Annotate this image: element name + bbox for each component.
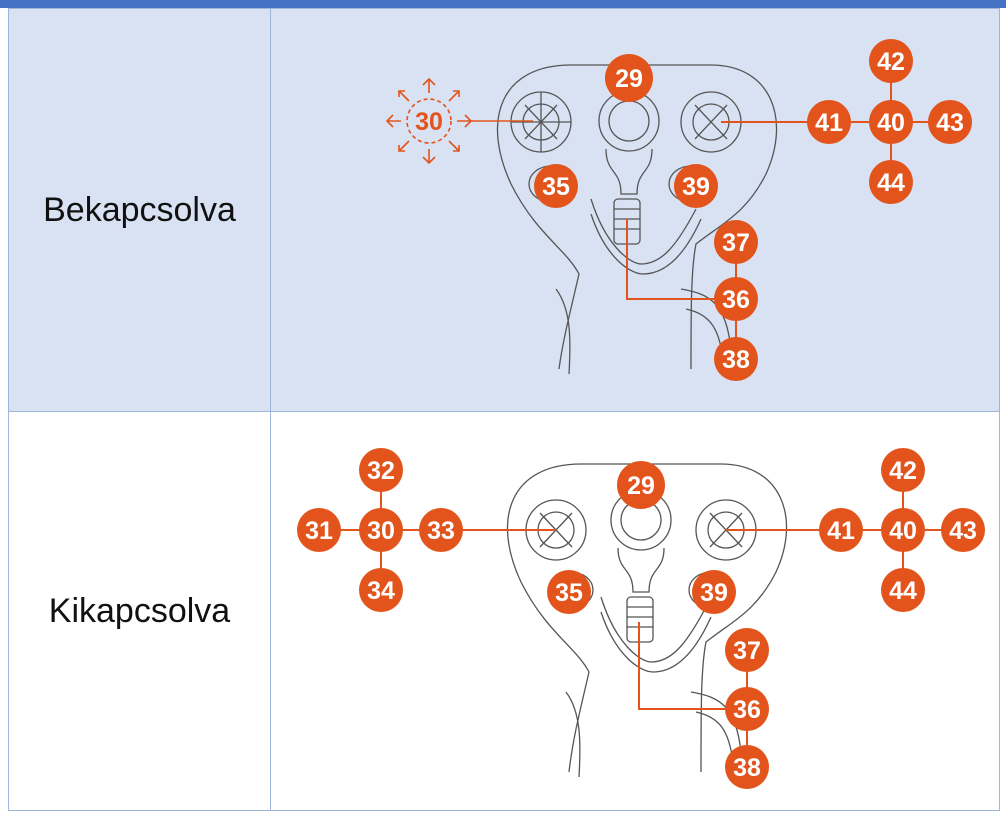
svg-text:36: 36 bbox=[733, 696, 761, 724]
callout-wheel: 36 bbox=[714, 277, 758, 321]
svg-text:30: 30 bbox=[367, 517, 395, 545]
callout-wheel-down: 38 bbox=[714, 337, 758, 381]
svg-text:39: 39 bbox=[700, 579, 728, 607]
callout-wheel-up: 37 bbox=[725, 628, 769, 672]
row-label: Bekapcsolva bbox=[43, 190, 236, 229]
svg-text:35: 35 bbox=[555, 579, 583, 607]
svg-text:42: 42 bbox=[877, 48, 905, 76]
callout-right-hat-center: 40 bbox=[881, 508, 925, 552]
callout-right-hat-left: 41 bbox=[807, 100, 851, 144]
callout-right-hat-right: 43 bbox=[941, 508, 985, 552]
callout-wheel-up: 37 bbox=[714, 220, 758, 264]
callouts-row1: 29 42 41 40 43 44 35 39 37 36 38 bbox=[534, 39, 972, 381]
svg-text:37: 37 bbox=[722, 229, 750, 257]
svg-text:43: 43 bbox=[949, 517, 977, 545]
callout-30-outline: 30 bbox=[415, 108, 443, 136]
svg-text:37: 37 bbox=[733, 637, 761, 665]
callout-right-button: 39 bbox=[692, 570, 736, 614]
svg-text:35: 35 bbox=[542, 173, 570, 201]
callout-left-hat-right: 33 bbox=[419, 508, 463, 552]
joystick-diagram: 32 31 30 33 34 29 42 41 40 43 44 35 39 3… bbox=[297, 448, 985, 789]
joystick-diagram: 30 29 42 41 40 43 44 35 39 3 bbox=[385, 39, 972, 381]
svg-text:36: 36 bbox=[722, 286, 750, 314]
leader-lines bbox=[319, 470, 963, 767]
callout-right-hat-right: 43 bbox=[928, 100, 972, 144]
callout-left-button: 35 bbox=[534, 164, 578, 208]
callout-right-button: 39 bbox=[674, 164, 718, 208]
header-bar bbox=[0, 0, 1006, 8]
callout-right-hat-up: 42 bbox=[869, 39, 913, 83]
label-cell: Kikapcsolva bbox=[9, 412, 271, 810]
callouts-row2: 32 31 30 33 34 29 42 41 40 43 44 35 39 3… bbox=[297, 448, 985, 789]
callout-trigger: 29 bbox=[617, 461, 665, 509]
svg-text:44: 44 bbox=[877, 169, 905, 197]
diagram-cell: 32 31 30 33 34 29 42 41 40 43 44 35 39 3… bbox=[271, 412, 999, 810]
callout-trigger: 29 bbox=[605, 54, 653, 102]
svg-text:33: 33 bbox=[427, 517, 455, 545]
svg-text:44: 44 bbox=[889, 577, 917, 605]
svg-text:40: 40 bbox=[889, 517, 917, 545]
svg-text:38: 38 bbox=[722, 346, 750, 374]
callout-left-button: 35 bbox=[547, 570, 591, 614]
svg-text:39: 39 bbox=[682, 173, 710, 201]
svg-text:34: 34 bbox=[367, 577, 395, 605]
svg-text:29: 29 bbox=[615, 65, 643, 93]
svg-text:43: 43 bbox=[936, 109, 964, 137]
callout-right-hat-left: 41 bbox=[819, 508, 863, 552]
callout-right-hat-down: 44 bbox=[869, 160, 913, 204]
row-enabled: Bekapcsolva bbox=[9, 9, 999, 412]
svg-text:40: 40 bbox=[877, 109, 905, 137]
callout-left-hat-up: 32 bbox=[359, 448, 403, 492]
mapping-table: Bekapcsolva bbox=[8, 8, 1000, 811]
svg-text:41: 41 bbox=[827, 517, 855, 545]
row-label: Kikapcsolva bbox=[48, 591, 231, 630]
svg-text:32: 32 bbox=[367, 457, 395, 485]
joystick-outline bbox=[497, 64, 778, 375]
row-disabled: Kikapcsolva bbox=[9, 412, 999, 810]
svg-text:29: 29 bbox=[627, 472, 655, 500]
callout-wheel: 36 bbox=[725, 687, 769, 731]
callout-right-hat-up: 42 bbox=[881, 448, 925, 492]
callout-wheel-down: 38 bbox=[725, 745, 769, 789]
label-cell: Bekapcsolva bbox=[9, 9, 271, 411]
diagram-cell: 30 29 42 41 40 43 44 35 39 3 bbox=[271, 9, 999, 411]
callout-left-hat-down: 34 bbox=[359, 568, 403, 612]
callout-left-hat-left: 31 bbox=[297, 508, 341, 552]
callout-right-hat-center: 40 bbox=[869, 100, 913, 144]
callout-left-hat-center: 30 bbox=[359, 508, 403, 552]
svg-text:38: 38 bbox=[733, 754, 761, 782]
hat-directional-icon bbox=[385, 77, 533, 165]
svg-text:42: 42 bbox=[889, 457, 917, 485]
svg-text:41: 41 bbox=[815, 109, 843, 137]
svg-text:31: 31 bbox=[305, 517, 333, 545]
callout-right-hat-down: 44 bbox=[881, 568, 925, 612]
